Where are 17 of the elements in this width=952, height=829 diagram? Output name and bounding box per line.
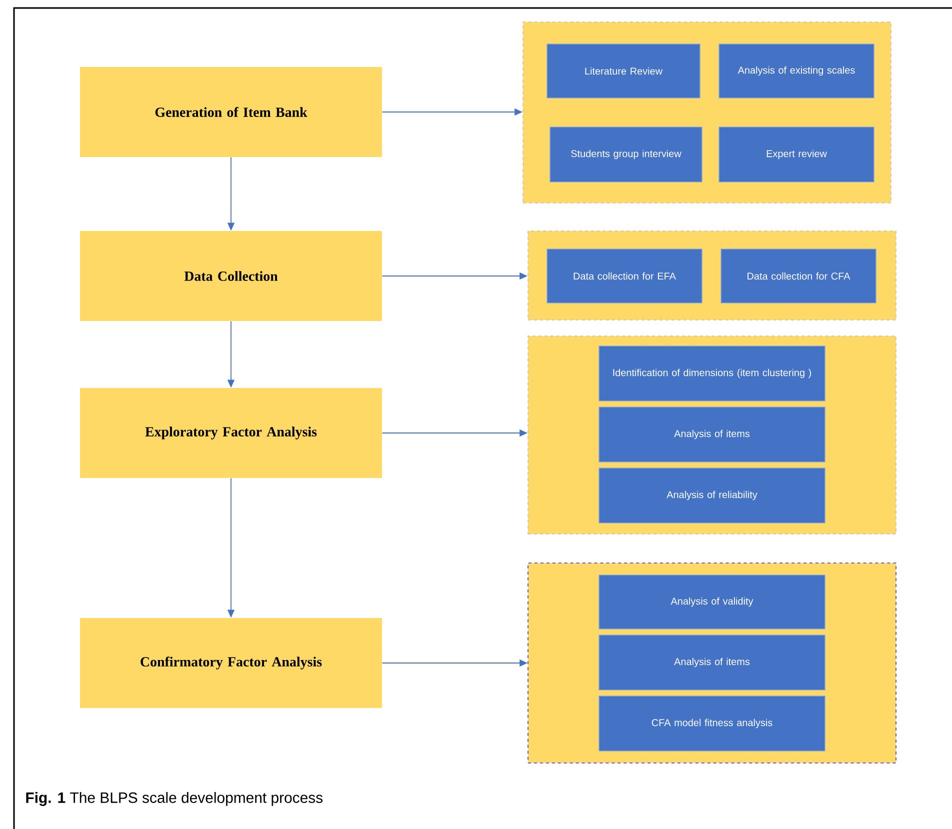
stage-box: Exploratory Factor Analysis bbox=[80, 388, 382, 478]
step-box: Students group interview bbox=[550, 126, 702, 182]
step-box: Analysis of validity bbox=[598, 574, 826, 630]
step-box: Analysis of items bbox=[598, 406, 826, 462]
figure-caption: Fig. 1 The BLPS scale development process bbox=[26, 792, 323, 806]
step-box: Analysis of reliability bbox=[598, 468, 826, 524]
step-box: CFA model fitness analysis bbox=[598, 696, 826, 752]
step-box: Expert review bbox=[718, 126, 874, 182]
step-box: Data collection for CFA bbox=[720, 248, 876, 304]
stage-box: Confirmatory Factor Analysis bbox=[80, 618, 382, 708]
step-box: Identification of dimensions (item clustering ) bbox=[598, 346, 826, 402]
step-box: Data collection for EFA bbox=[546, 248, 702, 304]
stage-box: Generation of Item Bank bbox=[80, 67, 382, 157]
stage-box: Data Collection bbox=[80, 231, 382, 321]
step-box: Literature Review bbox=[546, 44, 700, 98]
step-box: Analysis of existing scales bbox=[718, 44, 874, 98]
step-box: Analysis of items bbox=[598, 634, 826, 690]
